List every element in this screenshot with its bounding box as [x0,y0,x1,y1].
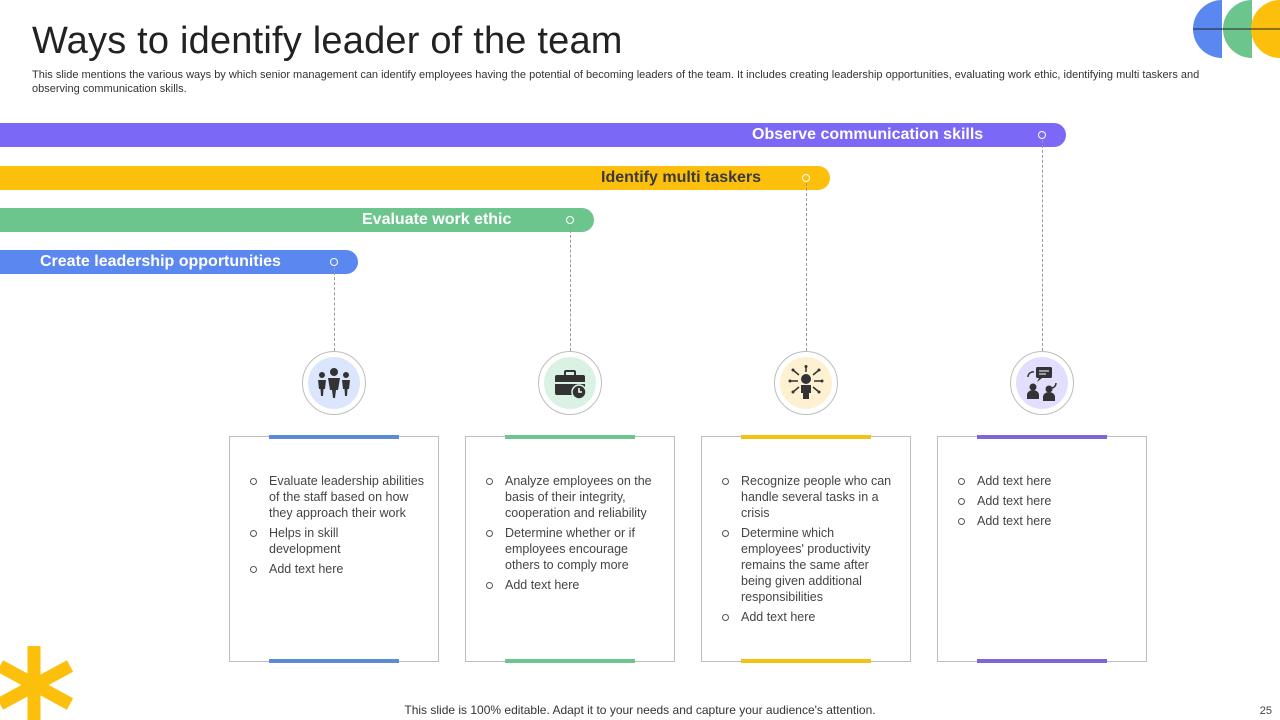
page-number: 25 [1259,705,1272,717]
footer-note: This slide is 100% editable. Adapt it to… [404,703,876,717]
icon-circle [1010,351,1074,415]
bullet-icon [722,530,729,537]
card-list: Analyze employees on the basis of their … [486,473,661,597]
bar-label: Create leadership opportunities [40,253,281,270]
asterisk-decoration-icon [0,646,74,720]
list-item: Analyze employees on the basis of their … [486,473,661,521]
bar-evaluate-work-ethic: Evaluate work ethic [0,208,594,232]
card-accent-top [269,435,399,439]
bar-dot [802,174,810,182]
connector-line [570,225,571,351]
card-communication-skills: Add text here Add text here Add text her… [937,435,1147,663]
bullet-icon [958,518,965,525]
bullet-icon [250,566,257,573]
decorative-circles-icon [1193,0,1280,58]
bullet-icon [486,582,493,589]
card-accent-bottom [269,659,399,663]
bar-label: Evaluate work ethic [362,211,512,228]
list-item: Evaluate leadership abilities of the sta… [250,473,425,521]
bar-label: Identify multi taskers [601,169,762,186]
card-leadership-opportunities: Evaluate leadership abilities of the sta… [229,435,439,663]
list-item: Determine which employees' productivity … [722,525,897,605]
slide-subtitle: This slide mentions the various ways by … [32,69,1200,95]
bullet-icon [722,478,729,485]
bullet-icon [250,478,257,485]
bullet-icon [958,478,965,485]
bar-dot [566,216,574,224]
communication-people-icon [1027,367,1057,401]
card-accent-top [741,435,871,439]
bullet-icon [486,530,493,537]
icon-circle [302,351,366,415]
list-item: Determine whether or if employees encour… [486,525,661,573]
card-multi-taskers: Recognize people who can handle several … [701,435,911,663]
bar-dot [330,258,338,266]
list-item: Add text here [958,473,1133,489]
card-list: Evaluate leadership abilities of the sta… [250,473,425,581]
card-accent-bottom [741,659,871,663]
list-item: Add text here [958,493,1133,509]
list-item: Add text here [722,609,897,625]
bar-create-leadership: Create leadership opportunities [0,250,358,274]
icon-circle [774,351,838,415]
bar-identify-multitaskers: Identify multi taskers [0,166,830,190]
bar-dot [1038,131,1046,139]
briefcase-clock-icon [555,370,587,400]
bullet-icon [250,530,257,537]
bar-observe-communication: Observe communication skills [0,123,1066,147]
bullet-icon [722,614,729,621]
bar-label: Observe communication skills [752,126,984,143]
card-list: Add text here Add text here Add text her… [958,473,1133,533]
connector-line [1042,140,1043,351]
card-accent-top [505,435,635,439]
connector-line [806,183,807,351]
card-work-ethic: Analyze employees on the basis of their … [465,435,675,663]
slide-title: Ways to identify leader of the team [32,20,623,62]
bullet-icon [958,498,965,505]
list-item: Helps in skill development [250,525,425,557]
bullet-icon [486,478,493,485]
card-list: Recognize people who can handle several … [722,473,897,629]
card-accent-top [977,435,1107,439]
team-leader-icon [318,368,350,398]
list-item: Add text here [486,577,661,593]
multitask-person-icon [788,365,824,399]
card-accent-bottom [505,659,635,663]
list-item: Add text here [250,561,425,577]
connector-line [334,267,335,351]
icon-circle [538,351,602,415]
list-item: Add text here [958,513,1133,529]
list-item: Recognize people who can handle several … [722,473,897,521]
card-accent-bottom [977,659,1107,663]
